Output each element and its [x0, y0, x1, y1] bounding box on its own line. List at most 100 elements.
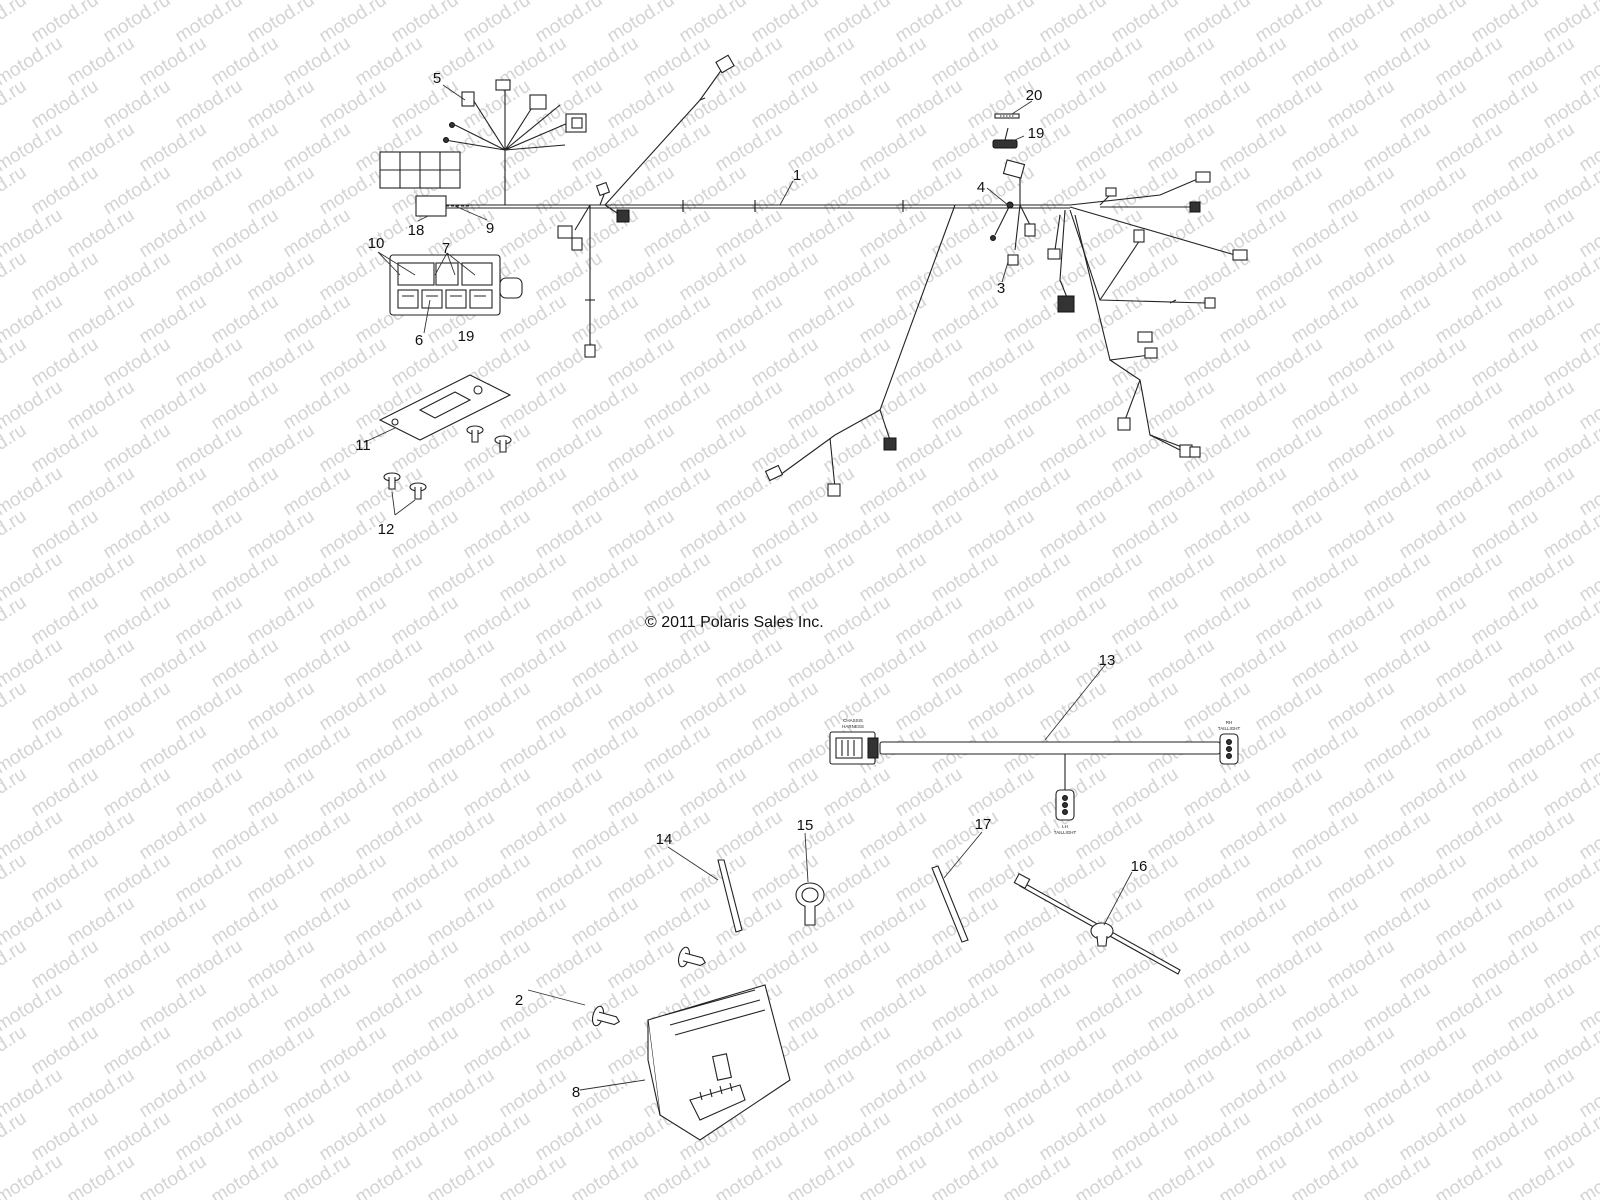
watermark-text: motod.ru — [496, 291, 571, 349]
watermark-text: motod.ru — [1396, 420, 1471, 478]
watermark-text: motod.ru — [208, 463, 283, 521]
watermark-text: motod.ru — [604, 420, 679, 478]
watermark-text: motod.ru — [856, 1151, 931, 1200]
watermark-text: motod.ru — [712, 635, 787, 693]
watermark-text: motod.ru — [244, 506, 319, 564]
watermark-text: motod.ru — [1072, 463, 1147, 521]
watermark-text: motod.ru — [100, 162, 175, 220]
watermark-text: motod.ru — [496, 1065, 571, 1123]
watermark-text: motod.ru — [640, 549, 715, 607]
watermark-text: motod.ru — [424, 893, 499, 951]
watermark-text: motod.ru — [1180, 1022, 1255, 1080]
lh-taillight-label-2: TAILLIGHT — [1054, 830, 1077, 835]
watermark-text: motod.ru — [1252, 0, 1327, 47]
watermark-text: motod.ru — [208, 1151, 283, 1200]
fuse-box — [389, 254, 523, 316]
watermark-text: motod.ru — [856, 979, 931, 1037]
watermark-text: motod.ru — [1468, 1108, 1543, 1166]
watermark-text: motod.ru — [172, 76, 247, 134]
watermark-text: motod.ru — [28, 506, 103, 564]
watermark-text: motod.ru — [1504, 205, 1579, 263]
watermark-text: motod.ru — [280, 119, 355, 177]
watermark-text: motod.ru — [640, 33, 715, 91]
watermark-text: motod.ru — [1288, 205, 1363, 263]
watermark-text: motod.ru — [1288, 893, 1363, 951]
watermark-text: motod.ru — [496, 635, 571, 693]
watermark-text: motod.ru — [388, 506, 463, 564]
watermark-text: motod.ru — [1360, 549, 1435, 607]
watermark-text: motod.ru — [820, 764, 895, 822]
watermark-text: motod.ru — [856, 1065, 931, 1123]
watermark-text: motod.ru — [388, 936, 463, 994]
watermark-text: motod.ru — [244, 850, 319, 908]
watermark-text: motod.ru — [1504, 549, 1579, 607]
watermark-text: motod.ru — [496, 377, 571, 435]
watermark-text: motod.ru — [136, 635, 211, 693]
watermark-text: motod.ru — [1504, 377, 1579, 435]
watermark-text: motod.ru — [1216, 119, 1291, 177]
watermark-text: motod.ru — [712, 205, 787, 263]
watermark-text: motod.ru — [604, 248, 679, 306]
watermark-text: motod.ru — [100, 764, 175, 822]
watermark-text: motod.ru — [172, 850, 247, 908]
watermark-text: motod.ru — [424, 721, 499, 779]
push-fasteners — [591, 946, 707, 1027]
watermark-text: motod.ru — [676, 334, 751, 392]
watermark-text: motod.ru — [1252, 1022, 1327, 1080]
watermark-text: motod.ru — [1252, 764, 1327, 822]
watermark-text: motod.ru — [784, 1065, 859, 1123]
watermark-text: motod.ru — [460, 162, 535, 220]
watermark-text: motod.ru — [1468, 678, 1543, 736]
watermark-text: motod.ru — [820, 592, 895, 650]
callout-18: 18 — [408, 222, 425, 239]
watermark-text: motod.ru — [532, 678, 607, 736]
watermark-text: motod.ru — [1432, 463, 1507, 521]
watermark-text: motod.ru — [280, 807, 355, 865]
watermark-text: motod.ru — [64, 377, 139, 435]
watermark-text: motod.ru — [1000, 377, 1075, 435]
watermark-text: motod.ru — [244, 248, 319, 306]
watermark-text: motod.ru — [748, 1108, 823, 1166]
watermark-text: motod.ru — [208, 119, 283, 177]
watermark-text: motod.ru — [28, 76, 103, 134]
watermark-text: motod.ru — [100, 936, 175, 994]
watermark-text: motod.ru — [1144, 979, 1219, 1037]
watermark-text: motod.ru — [1000, 1065, 1075, 1123]
watermark-text: motod.ru — [820, 506, 895, 564]
watermark-text: motod.ru — [100, 420, 175, 478]
watermark-text: motod.ru — [604, 162, 679, 220]
watermark-text: motod.ru — [568, 979, 643, 1037]
watermark-text: motod.ru — [928, 205, 1003, 263]
watermark-text: motod.ru — [640, 893, 715, 951]
watermark-text: motod.ru — [676, 420, 751, 478]
watermark-text: motod.ru — [1576, 1151, 1600, 1200]
watermark-text: motod.ru — [856, 291, 931, 349]
watermark-text: motod.ru — [1468, 850, 1543, 908]
watermark-text: motod.ru — [1396, 162, 1471, 220]
watermark-text: motod.ru — [1252, 678, 1327, 736]
watermark-text: motod.ru — [1396, 334, 1471, 392]
watermark-text: motod.ru — [460, 1022, 535, 1080]
callout-3: 3 — [997, 280, 1005, 297]
watermark-text: motod.ru — [1216, 1151, 1291, 1200]
watermark-text: motod.ru — [0, 248, 30, 306]
watermark-text: motod.ru — [64, 893, 139, 951]
watermark-text: motod.ru — [388, 764, 463, 822]
watermark-text: motod.ru — [676, 678, 751, 736]
watermark-text: motod.ru — [424, 635, 499, 693]
watermark-text: motod.ru — [712, 721, 787, 779]
watermark-text: motod.ru — [784, 33, 859, 91]
watermark-text: motod.ru — [604, 850, 679, 908]
watermark-text: motod.ru — [1036, 1022, 1111, 1080]
watermark-text: motod.ru — [1396, 592, 1471, 650]
watermark-text: motod.ru — [712, 291, 787, 349]
watermark-text: motod.ru — [1252, 850, 1327, 908]
watermark-text: motod.ru — [1108, 764, 1183, 822]
watermark-text: motod.ru — [1144, 1151, 1219, 1200]
watermark-text: motod.ru — [172, 506, 247, 564]
callout-14: 14 — [656, 831, 673, 848]
watermark-text: motod.ru — [352, 721, 427, 779]
watermark-text: motod.ru — [388, 592, 463, 650]
watermark-text: motod.ru — [640, 463, 715, 521]
watermark-text: motod.ru — [208, 549, 283, 607]
